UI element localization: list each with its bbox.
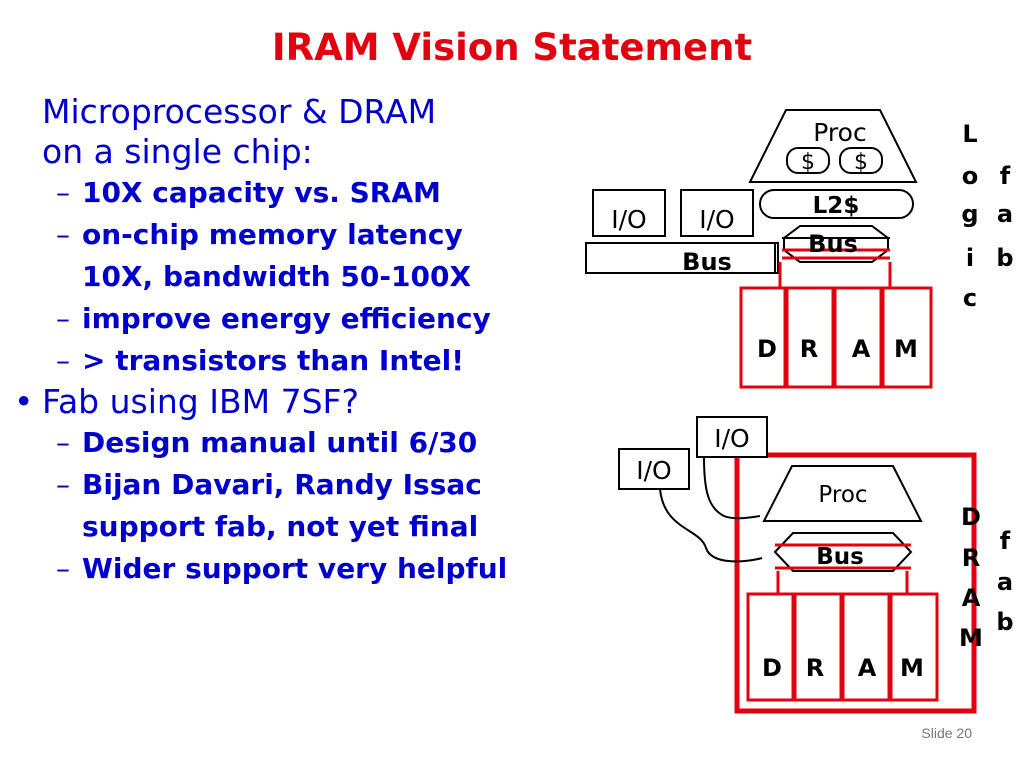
top-dram-cell-a xyxy=(833,286,883,389)
bottom-io-2 xyxy=(696,416,768,458)
bullet-2-text: Fab using IBM 7SF? xyxy=(42,382,360,421)
bottom-io-1-connector xyxy=(659,488,763,563)
bottom-io-2-connector xyxy=(703,456,761,520)
dash-marker: – xyxy=(56,176,70,209)
slide-title: IRAM Vision Statement xyxy=(271,26,753,69)
top-dram-cell-r xyxy=(785,286,835,389)
top-diagram: Proc $ $ L2$ I/O I/O Bus Bus xyxy=(585,109,918,288)
bottom-dram-cell-m xyxy=(889,592,939,702)
dash-marker: – xyxy=(56,426,70,459)
bullet-marker: • xyxy=(14,382,34,421)
bottom-bus-arrow xyxy=(773,532,913,572)
top-io-1-label: I/O xyxy=(611,205,646,234)
top-dram-letter: R xyxy=(800,335,818,363)
dash-marker: – xyxy=(56,344,70,377)
bottom-dram-letter: A xyxy=(858,654,877,682)
top-side-letter: b xyxy=(996,244,1013,272)
dash-marker: – xyxy=(56,302,70,335)
bottom-side-letter: b xyxy=(996,608,1013,636)
sub-bullet-text: Wider support very helpful xyxy=(82,552,508,585)
bottom-dram-cell-d xyxy=(746,592,795,702)
top-side-letter: i xyxy=(966,244,974,272)
top-io-2 xyxy=(680,189,754,237)
sub-bullet-text: improve energy efficiency xyxy=(82,302,491,335)
bottom-dram-letter: R xyxy=(806,654,824,682)
top-l2-cache xyxy=(759,189,914,219)
sub-bullet: – > transistors than Intel! xyxy=(12,340,507,382)
bottom-io-2-label: I/O xyxy=(714,424,749,453)
bullet-2: • Fab using IBM 7SF? xyxy=(12,382,507,422)
top-proc-label: Proc xyxy=(813,118,866,147)
top-l2-label: L2$ xyxy=(813,193,860,219)
top-side-letter: c xyxy=(963,284,977,312)
sub-bullet: – Bijan Davari, Randy Issac support fab,… xyxy=(12,464,507,548)
sub-bullet: – Wider support very helpful xyxy=(12,548,507,590)
top-io-2-label: I/O xyxy=(699,205,734,234)
bottom-io-1-label: I/O xyxy=(636,456,671,485)
sub-bullet-text: Design manual until 6/30 xyxy=(82,426,478,459)
top-cache-2 xyxy=(839,147,883,174)
top-io-1 xyxy=(592,189,666,237)
top-side-letter: g xyxy=(961,200,978,228)
bottom-chip-frame xyxy=(734,452,977,714)
sub-bullet: – 10X capacity vs. SRAM xyxy=(12,172,507,214)
bottom-side-letter: M xyxy=(959,624,983,652)
sub-bullet-text-line-2: support fab, not yet final xyxy=(82,510,479,543)
bullet-1-continued: on a single chip: xyxy=(12,132,507,172)
top-bus-left-label: Bus xyxy=(682,248,732,276)
top-dram xyxy=(739,286,933,389)
top-dram-letter: A xyxy=(852,335,871,363)
bullet-1-line-1: Microprocessor & DRAM xyxy=(42,92,437,131)
top-cache-2-label: $ xyxy=(854,150,868,175)
bullet-1-line-2: on a single chip: xyxy=(42,132,313,171)
bottom-dram-letter: M xyxy=(900,654,924,682)
dash-marker: – xyxy=(56,552,70,585)
bottom-side-letter: A xyxy=(962,584,981,612)
bottom-side-letter: R xyxy=(962,544,980,572)
top-side-letter: a xyxy=(997,200,1013,228)
dash-marker: – xyxy=(56,218,70,251)
bottom-proc-block xyxy=(762,465,923,522)
sub-bullet-text: 10X capacity vs. SRAM xyxy=(82,176,441,209)
top-dram-cell-m xyxy=(881,286,933,389)
sub-bullet: – Design manual until 6/30 xyxy=(12,422,507,464)
top-side-letter: L xyxy=(962,120,977,148)
dash-marker: – xyxy=(56,468,70,501)
sub-bullet: – on-chip memory latency 10X, bandwidth … xyxy=(12,214,507,298)
slide-number: Slide 20 xyxy=(921,725,972,741)
bottom-proc-label: Proc xyxy=(818,482,867,508)
bottom-diagram: I/O I/O Proc Bus xyxy=(618,416,923,594)
sub-bullet-text: on-chip memory latency xyxy=(82,218,463,251)
top-dram-cell-d xyxy=(739,286,787,389)
bullet-list: Microprocessor & DRAM on a single chip: … xyxy=(12,92,507,590)
bottom-side-letter: D xyxy=(961,503,981,531)
top-bus-right-label: Bus xyxy=(808,230,858,258)
bottom-dram-cell-r xyxy=(793,592,843,702)
top-bus-left xyxy=(585,242,779,274)
top-cache-1 xyxy=(786,147,830,174)
bullet-1: Microprocessor & DRAM xyxy=(12,92,507,132)
bottom-dram-letter: D xyxy=(762,654,782,682)
top-cache-1-label: $ xyxy=(801,150,815,175)
top-side-letter: f xyxy=(1000,162,1011,190)
bottom-side-letter: f xyxy=(1000,527,1011,555)
bottom-dram-cell-a xyxy=(841,592,891,702)
bottom-side-letter: a xyxy=(997,568,1013,596)
sub-bullet-text: > transistors than Intel! xyxy=(82,344,464,377)
top-side-letter: o xyxy=(962,162,979,190)
bottom-io-1 xyxy=(618,448,690,490)
sub-bullet-text: Bijan Davari, Randy Issac xyxy=(82,468,482,501)
sub-bullet: – improve energy efficiency xyxy=(12,298,507,340)
bottom-dram xyxy=(746,592,939,702)
top-dram-letter: D xyxy=(757,335,777,363)
bottom-bus-label: Bus xyxy=(816,544,864,570)
top-dram-letter: M xyxy=(894,335,918,363)
sub-bullet-text-line-2: 10X, bandwidth 50-100X xyxy=(82,260,472,293)
